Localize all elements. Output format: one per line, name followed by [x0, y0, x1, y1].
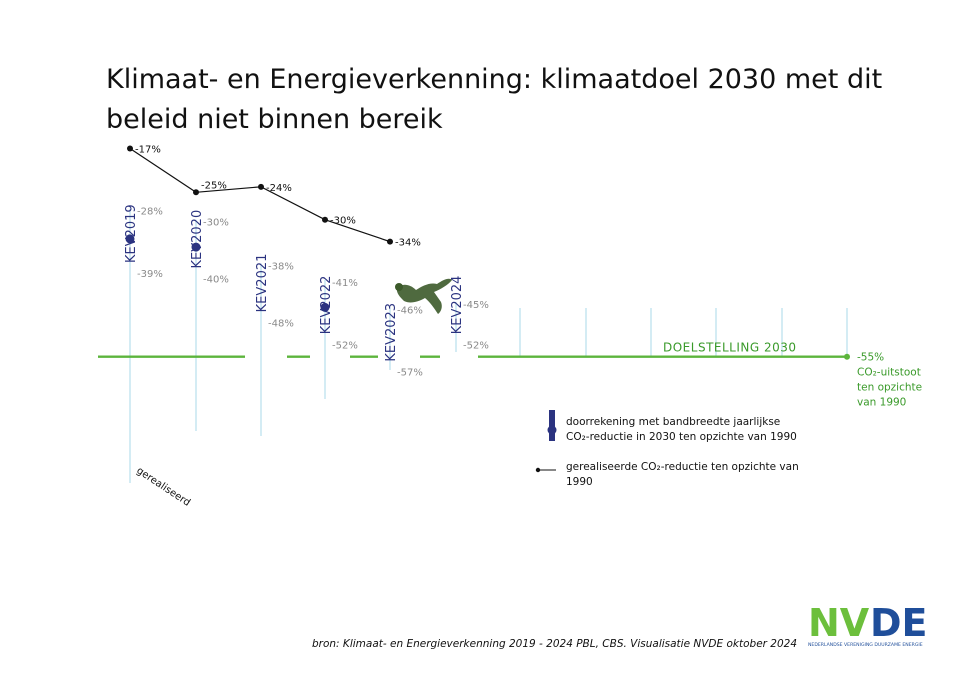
- kev-column-label: KEV2023: [384, 303, 399, 362]
- realised-point: [193, 189, 199, 196]
- target-line-group: DOELSTELLING 2030 -55% CO₂-uitstoot ten opz…: [98, 341, 922, 409]
- chart-labels: -39%-28%KEV2019-40%-30%KEV2020-48%-38%KE…: [124, 204, 489, 378]
- realised-point: [127, 145, 133, 152]
- target-dot: [844, 353, 850, 360]
- kev-column-label: KEV2020: [190, 210, 205, 269]
- legend-range-text: CO₂-reductie in 2030 ten opzichte van 19…: [566, 431, 797, 443]
- kev-column-label: KEV2024: [450, 276, 465, 335]
- realised-point-label: -30%: [330, 216, 356, 227]
- legend-realised-point: [535, 467, 541, 473]
- realised-series-label: gerealiseerd: [134, 465, 192, 508]
- kev-column-label: KEV2022: [319, 276, 334, 335]
- range-low-label: -38%: [268, 262, 294, 273]
- nvde-logo: NV DE NEDERLANDSE VERENIGING DUURZAME EN…: [808, 601, 928, 648]
- target-annotation-line: van 1990: [857, 397, 906, 409]
- range-high-label: -40%: [203, 275, 229, 286]
- runner-figure-icon: [395, 278, 452, 314]
- realised-point-label: -24%: [266, 183, 292, 194]
- kev-column-label: KEV2021: [255, 254, 270, 313]
- legend-range-text: doorrekening met bandbreedte jaarlijkse: [566, 416, 780, 428]
- realised-point: [322, 216, 328, 223]
- range-bar-marker: [125, 234, 135, 244]
- range-high-label: -52%: [332, 340, 358, 351]
- range-low-label: -46%: [397, 305, 423, 316]
- range-high-label: -48%: [268, 318, 294, 329]
- chart-stems: [129, 208, 848, 483]
- target-label: DOELSTELLING 2030: [663, 341, 797, 355]
- range-low-label: -45%: [463, 300, 489, 311]
- range-bar-marker: [191, 242, 201, 252]
- legend-realised-text: gerealiseerde CO₂-reductie ten opzichte …: [566, 461, 799, 473]
- range-low-label: -41%: [332, 278, 358, 289]
- page-title: Klimaat- en Energieverkenning: klimaatdo…: [106, 64, 883, 135]
- realised-point-label: -25%: [201, 180, 227, 191]
- realised-point: [387, 238, 393, 245]
- legend-realised-text: 1990: [566, 476, 593, 488]
- kev-column-label: KEV2019: [124, 204, 139, 263]
- target-annotation-line: CO₂-uitstoot: [857, 367, 921, 379]
- logo-text-green: NV: [808, 601, 870, 645]
- range-low-label: -30%: [203, 218, 229, 229]
- range-high-label: -57%: [397, 368, 423, 379]
- realised-line: [129, 147, 391, 243]
- range-high-label: -39%: [137, 269, 163, 280]
- target-annotation-line: -55%: [857, 352, 884, 364]
- range-bar-marker: [320, 302, 330, 312]
- realised-point-label: -17%: [135, 144, 161, 155]
- legend: doorrekening met bandbreedte jaarlijkseC…: [535, 410, 799, 488]
- realised-point-label: -34%: [395, 238, 421, 249]
- legend-range-marker: [547, 425, 557, 435]
- target-annotation-line: ten opzichte: [857, 382, 922, 394]
- realised-point: [258, 183, 264, 190]
- range-high-label: -52%: [463, 340, 489, 351]
- logo-text-blue: DE: [870, 601, 928, 645]
- range-bars: [125, 234, 330, 312]
- logo-subtitle: NEDERLANDSE VERENIGING DUURZAME ENERGIE: [808, 642, 923, 648]
- source-note: bron: Klimaat- en Energieverkenning 2019…: [312, 638, 798, 650]
- range-low-label: -28%: [137, 207, 163, 218]
